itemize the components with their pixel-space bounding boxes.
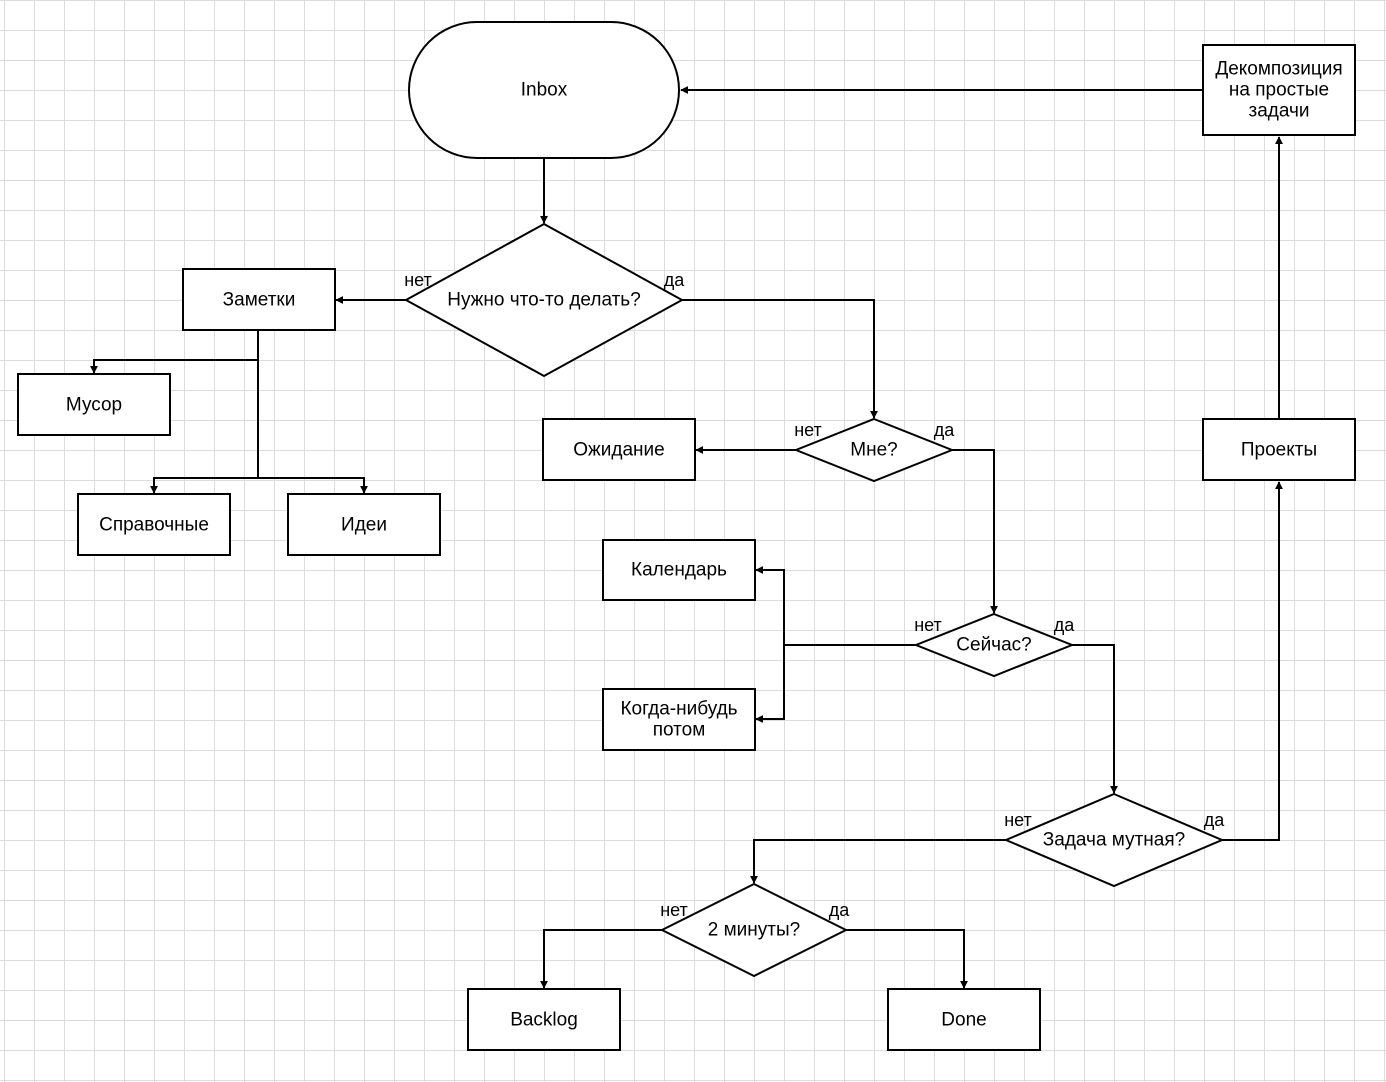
now-no-label: нет xyxy=(914,615,942,635)
edge-task-vague-to-two-minutes xyxy=(750,839,1006,884)
node-someday: Когда-нибудь потом xyxy=(602,688,756,751)
calendar-label: Календарь xyxy=(631,560,727,581)
node-ideas: Идеи xyxy=(287,493,441,556)
node-task-vague: Задача мутная? xyxy=(1003,792,1225,888)
node-need-action: Нужно что-то делать? xyxy=(403,222,685,378)
now-yes-label: да xyxy=(1054,615,1076,635)
task-vague-label: Задача мутная? xyxy=(1043,830,1185,851)
someday-label-line-1: Когда-нибудь xyxy=(620,699,737,720)
projects-label: Проекты xyxy=(1241,440,1317,461)
edges xyxy=(90,86,1283,989)
trash-label: Мусор xyxy=(66,395,122,416)
notes-label: Заметки xyxy=(223,290,296,311)
edge-now-to-calendar xyxy=(755,566,916,646)
need-action-label: Нужно что-то делать? xyxy=(447,290,641,311)
ideas-label: Идеи xyxy=(341,515,387,536)
node-trash: Мусор xyxy=(17,373,171,436)
edge-need-action-to-me xyxy=(682,299,878,419)
two-minutes-yes-label: да xyxy=(829,900,851,920)
node-waiting: Ожидание xyxy=(542,418,696,481)
node-backlog: Backlog xyxy=(467,988,621,1051)
edge-notes-to-reference xyxy=(150,360,259,494)
edge-two-minutes-to-done xyxy=(846,929,968,989)
edge-now-to-task-vague xyxy=(1072,644,1118,794)
edge-notes-to-trash xyxy=(90,331,259,374)
decomposition-label-line-1: Декомпозиция xyxy=(1215,59,1342,80)
need-action-no-label: нет xyxy=(404,270,432,290)
edge-now-to-someday xyxy=(755,645,785,723)
inbox-label: Inbox xyxy=(521,80,568,101)
now-label: Сейчас? xyxy=(956,635,1031,656)
decomposition-label-line-3: задачи xyxy=(1248,101,1309,122)
me-yes-label: да xyxy=(934,420,956,440)
node-calendar: Календарь xyxy=(602,539,756,601)
backlog-label: Backlog xyxy=(510,1010,578,1031)
me-label: Мне? xyxy=(850,440,897,461)
two-minutes-no-label: нет xyxy=(660,900,688,920)
node-done: Done xyxy=(887,988,1041,1051)
edge-two-minutes-to-backlog xyxy=(540,929,662,989)
node-reference: Справочные xyxy=(77,493,231,556)
node-projects: Проекты xyxy=(1202,418,1356,481)
edge-labels: нет да нет да нет да нет да нет да xyxy=(404,270,1225,920)
node-now: Сейчас? xyxy=(913,612,1075,678)
me-no-label: нет xyxy=(794,420,822,440)
node-decomposition: Декомпозиция на простые задачи xyxy=(1202,44,1356,136)
reference-label: Справочные xyxy=(99,515,209,536)
node-inbox: Inbox xyxy=(408,21,680,159)
two-minutes-label: 2 минуты? xyxy=(708,920,800,941)
decomposition-label-line-2: на простые xyxy=(1229,80,1329,101)
node-two-minutes: 2 минуты? xyxy=(659,882,849,978)
edge-task-vague-to-projects xyxy=(1222,481,1283,841)
edge-me-to-now xyxy=(952,449,998,614)
someday-label-line-2: потом xyxy=(653,720,706,741)
edge-notes-to-ideas xyxy=(258,477,368,494)
task-vague-no-label: нет xyxy=(1004,810,1032,830)
done-label: Done xyxy=(941,1010,986,1031)
task-vague-yes-label: да xyxy=(1204,810,1226,830)
need-action-yes-label: да xyxy=(664,270,686,290)
waiting-label: Ожидание xyxy=(573,440,664,461)
node-notes: Заметки xyxy=(182,268,336,331)
node-me: Мне? xyxy=(793,417,955,483)
